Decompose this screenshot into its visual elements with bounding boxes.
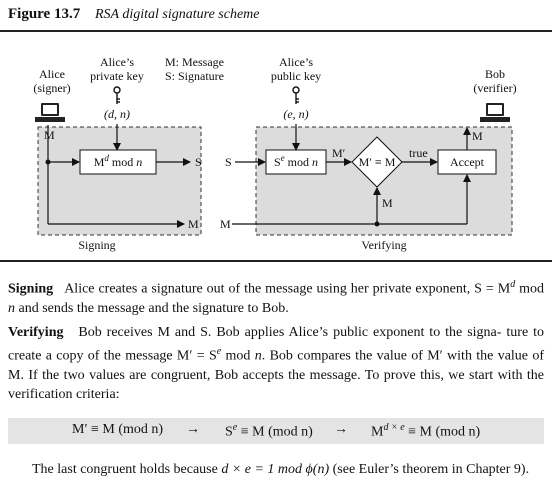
figure-title: RSA digital signature scheme bbox=[95, 7, 260, 22]
accept-label: Accept bbox=[450, 155, 485, 169]
criteria-arrow-2: → bbox=[334, 422, 348, 437]
verify-box-label: Se mod n bbox=[274, 153, 318, 169]
criteria-2: Se ≡ M (mod n) bbox=[225, 422, 313, 440]
private-key-label-1: Alice’s bbox=[100, 55, 134, 69]
bob-role: (verifier) bbox=[473, 81, 516, 95]
verify-box bbox=[265, 149, 327, 175]
alice-label: Alice bbox=[39, 67, 65, 81]
public-key-label-2: public key bbox=[271, 69, 321, 83]
message-out-label: M bbox=[188, 217, 199, 231]
message-label-bob: M bbox=[472, 129, 483, 143]
message-label-alice: M bbox=[44, 128, 55, 142]
true-label: true bbox=[409, 146, 428, 160]
top-rule bbox=[0, 30, 552, 32]
signature-out-label: S bbox=[195, 155, 202, 169]
sign-box-label: Md mod n bbox=[94, 153, 143, 169]
signing-paragraph: Signing Alice creates a signature out of… bbox=[8, 279, 545, 316]
public-key-label-1: Alice’s bbox=[279, 55, 313, 69]
private-key-label-2: private key bbox=[90, 69, 144, 83]
signature-in-label: S bbox=[225, 155, 232, 169]
compare-label: M′ ≡ M bbox=[359, 155, 396, 169]
public-key-icon bbox=[292, 86, 300, 104]
public-key-pair: (e, n) bbox=[283, 107, 308, 121]
figure-header: Figure 13.7 RSA digital signature scheme bbox=[0, 0, 552, 30]
signing-panel bbox=[37, 126, 202, 236]
criteria-1: M′ ≡ M (mod n) bbox=[72, 422, 164, 437]
bottom-rule bbox=[0, 260, 552, 262]
legend-message: M: Message bbox=[165, 55, 224, 69]
signing-caption: Signing bbox=[78, 238, 115, 252]
private-key-icon bbox=[113, 86, 121, 104]
verification-criteria: M′ ≡ M (mod n) → Se ≡ M (mod n) → Md × e… bbox=[8, 418, 544, 444]
message-in-label: M bbox=[220, 217, 231, 231]
bob-computer-icon bbox=[480, 103, 510, 122]
conclusion-paragraph: The last congruent holds because d × e =… bbox=[32, 462, 530, 477]
verifying-caption: Verifying bbox=[361, 238, 406, 252]
m-prime-label: M′ bbox=[332, 146, 346, 160]
message-compare-label: M bbox=[382, 196, 393, 210]
signing-heading: Signing bbox=[8, 281, 54, 297]
legend-signature: S: Signature bbox=[165, 69, 224, 83]
criteria-3: Md × e ≡ M (mod n) bbox=[371, 422, 481, 440]
signing-text-1: Alice creates a signature out of the mes… bbox=[64, 281, 494, 297]
signature-diagram: Alice (signer) Alice’s private key M: Me… bbox=[33, 55, 516, 252]
figure-number: Figure 13.7 bbox=[8, 6, 81, 22]
bob-label: Bob bbox=[485, 67, 505, 81]
sign-box bbox=[79, 149, 157, 175]
alice-computer-icon bbox=[35, 103, 65, 122]
verifying-panel bbox=[255, 126, 513, 236]
private-key-pair: (d, n) bbox=[104, 107, 130, 121]
verifying-heading: Verifying bbox=[8, 325, 64, 340]
criteria-arrow-1: → bbox=[186, 422, 200, 437]
alice-role: (signer) bbox=[33, 81, 70, 95]
verifying-paragraph: Verifying Bob receives M and S. Bob appl… bbox=[8, 325, 545, 402]
